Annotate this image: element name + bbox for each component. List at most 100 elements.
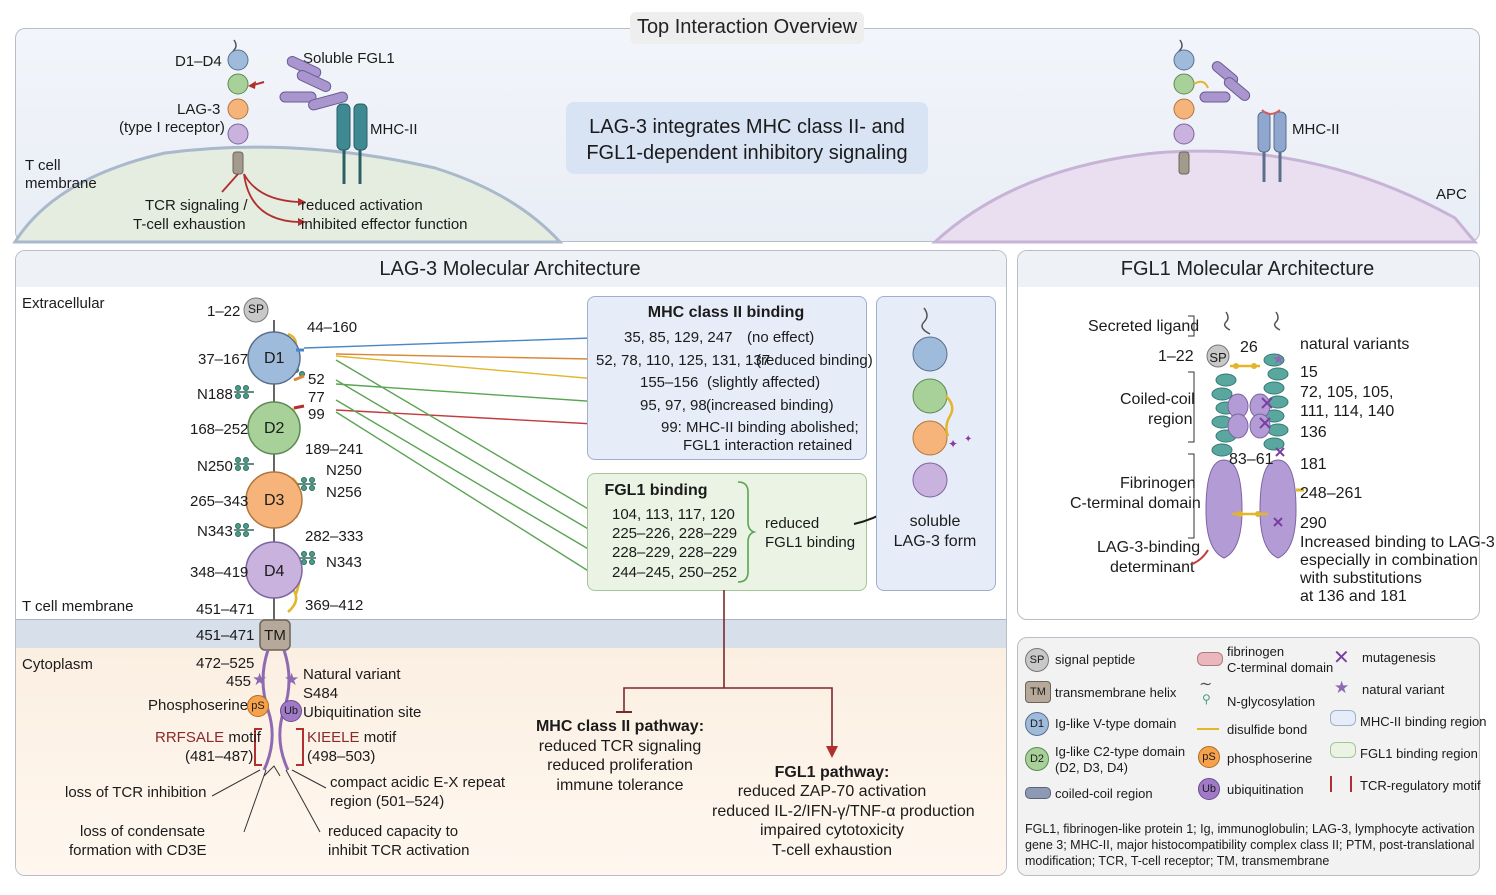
mhc-row-3-res: 155–156 [640,374,699,391]
fgl1-sp-range: 1–22 [1158,348,1194,365]
top-lag3-sub: (type I receptor) [119,119,225,136]
legend-nglyc: N-glycosylation [1227,694,1316,709]
loss-condensate-1: loss of condensate [80,823,206,840]
fgl1-v248: 248–261 [1300,485,1363,502]
soluble-line-2: LAG-3 form [893,533,977,550]
lag3-receptor-top [227,39,265,175]
tm-range-a: 451–471 [196,601,255,618]
mhc-region-icon [1330,710,1356,726]
fgl1-reduced-2: FGL1 binding [765,534,856,551]
mhc-ii-left-label: MHC-II [370,121,418,138]
phosphoserine-label: Phosphoserine [148,697,249,714]
res-99: 99 [308,406,325,423]
d4-disulfide: 369–412 [305,597,364,614]
legend-tm-helix: transmembrane helix [1055,685,1177,700]
legend-natural-variant: natural variant [1362,682,1445,697]
wave-icon: ∼ [1199,676,1213,693]
fgl1-region-icon [1330,742,1356,758]
top-title-tab [630,12,864,44]
fgl1-pathway-line-1: reduced ZAP-70 activation [737,783,927,800]
legend-d2-icon: D2 [1025,747,1049,771]
fgl1-dimer-structure: ★ [1191,311,1304,565]
fibrinogen-2: C-terminal domain [1070,495,1201,512]
fgl1-brace [737,481,757,583]
svg-text:★: ★ [1272,351,1285,368]
tm-range-b: 451–471 [196,627,255,644]
mhc-pathway-line-2: reduced proliferation [547,757,693,774]
natural-variants-label: natural variants [1300,336,1410,353]
mhc-row-2-res: 52, 78, 110, 125, 131, 137 [596,352,771,369]
apc-label: APC [1436,186,1467,203]
fgl1-v111: 111, 114, 140 [1300,403,1395,420]
legend-mhc-region: MHC-II binding region [1360,714,1487,729]
sp-range: 1–22 [207,303,241,320]
n250-right: N250 [326,462,362,479]
mhc-row-3-effect: (slightly affected) [707,374,821,391]
rrfsale-name: RRFSALE [155,729,225,746]
mhc-pathway-line-1: reduced TCR signaling [538,738,702,755]
tm-label: TM [264,627,286,644]
fgl1-row-1: 104, 113, 117, 120 [612,506,735,523]
d4-range: 348–419 [190,564,249,581]
cyto-range: 472–525 [196,655,255,672]
legend-fgl1-region: FGL1 binding region [1360,746,1478,761]
d3-range: 265–343 [190,493,249,510]
nglyc-icon: ⚲ [1202,692,1211,706]
legend-fib-icon [1197,652,1223,666]
fgl1-v83: 83–61 [1229,451,1274,468]
mutagenesis-icon: ✕ [1333,647,1350,669]
fgl1-pathway-title: FGL1 pathway: [774,764,890,781]
fgl1-pathway-line-2: reduced IL-2/IFN-γ/TNF-α production [712,803,975,820]
legend-d1-icon: D1 [1025,712,1049,736]
fgl1-panel-header [1018,251,1479,287]
loss-tcr-inhibition: loss of TCR inhibition [65,784,207,801]
n188-label: N188 [197,386,233,403]
kieele-range: (498–503) [307,748,376,765]
fgl1-row-2: 225–226, 228–229 [612,525,738,542]
disulfide-icon [1197,728,1219,730]
svg-text:✦: ✦ [948,437,958,451]
fgl1-reduced-1: reduced [765,515,820,532]
mhc-ii-right-label: MHC-II [1292,121,1340,138]
top-title: Top Interaction Overview [636,16,858,38]
fgl1-binding-title: FGL1 binding [604,482,708,499]
top-d1d4-label: D1–D4 [175,53,222,70]
lag3-mhc-complex-right [1173,39,1287,182]
lag3-panel-header [16,251,1006,287]
fgl1-panel-title: FGL1 Molecular Architecture [1120,258,1375,280]
n343-right: N343 [326,554,362,571]
d2-disulfide: 189–241 [305,441,364,458]
reduced-activation: reduced activation [301,197,423,214]
tcell-membrane-label: T cell membrane [22,598,134,615]
extracellular-label: Extracellular [22,295,105,312]
mhc-pathway-title: MHC class II pathway: [535,718,705,735]
d3-disulfide: 282–333 [305,528,364,545]
legend-ubiquitination: ubiquitination [1227,782,1304,797]
ubiquitination-label: Ubiquitination site [303,704,422,721]
increased-binding-3: with substitutions [1300,570,1422,587]
acidic-region-2: region (501–524) [330,793,445,810]
star-icon-s484: ★ [284,670,300,689]
mhc-binding-title: MHC class II binding [647,304,805,321]
d4-label: D4 [264,563,285,580]
reduced-capacity-1: reduced capacity to [328,823,459,840]
fgl1-pathway-line-3: impaired cytotoxicity [759,822,905,839]
mhc-row-5-last: FGL1 interaction retained [683,437,853,454]
legend-ig-c2-1: Ig-like C2-type domain [1055,744,1186,759]
mhc-row-1-res: 35, 85, 129, 247 [624,329,733,346]
reduced-capacity-2: inhibit TCR activation [328,842,470,859]
cell-membranes [12,145,1479,244]
mhc-row-2-effect: (reduced binding) [756,352,873,369]
legend-tcr-motif: TCR-regulatory motif [1360,778,1481,793]
rrfsale-label: RRFSALE motif [155,729,261,746]
natural-variant-label: Natural variant [303,666,401,683]
tcell-membrane-2: membrane [25,175,97,192]
d1-label: D1 [264,350,285,367]
mhc-row-4-res: 95, 97, 98 [640,397,707,414]
legend-coiled-icon [1025,787,1051,799]
rrfsale-range: (481–487) [185,748,254,765]
fgl1-26: 26 [1240,339,1258,356]
rrfsale-bracket [254,728,262,766]
legend-panel [1017,637,1480,876]
fgl1-sp-badge: SP [1209,350,1227,365]
